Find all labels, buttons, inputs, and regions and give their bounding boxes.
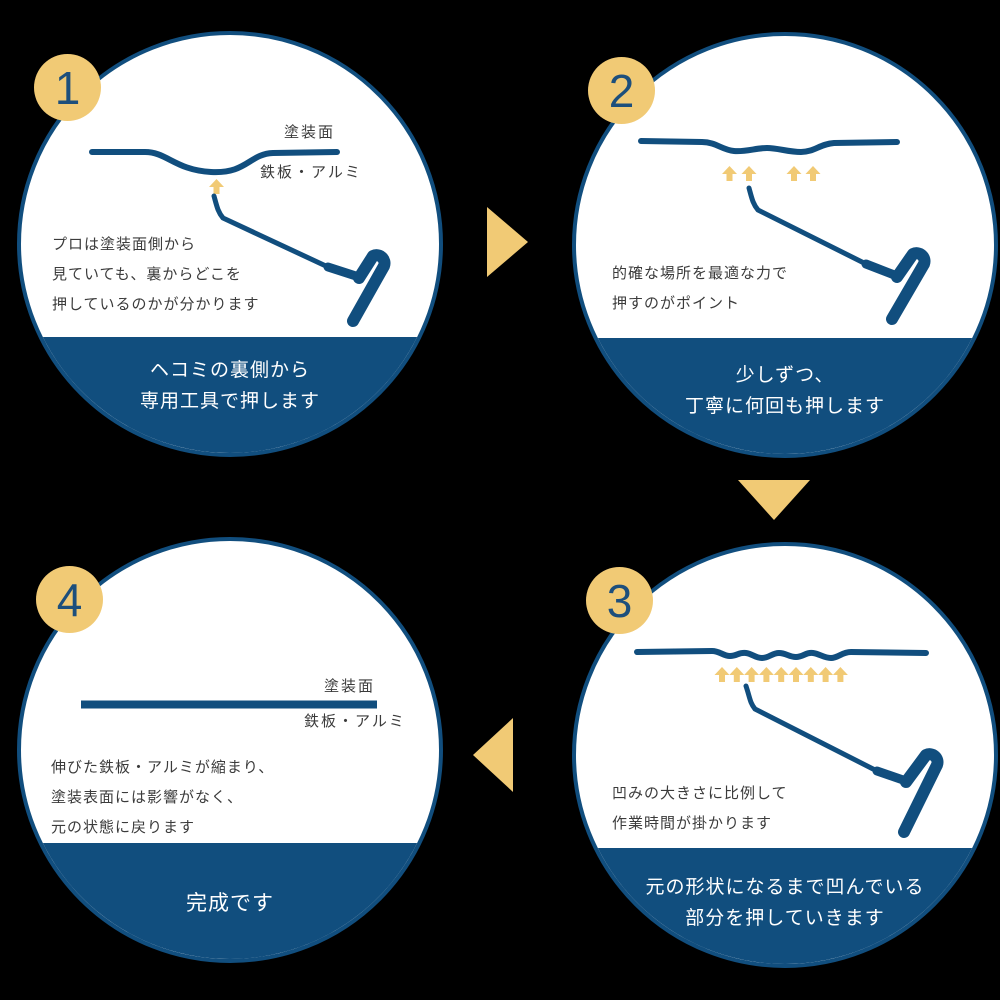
- dented-panel-line: [634, 648, 929, 661]
- paint-surface-label: 塗装面: [284, 124, 336, 141]
- dented-panel-line: [89, 149, 340, 176]
- step-3-diagram: [634, 648, 944, 838]
- step-4-caption-band: [21, 843, 439, 959]
- push-arrow-icon: [209, 179, 224, 194]
- dented-panel-line: [638, 138, 900, 155]
- step-3-badge: 3: [586, 567, 653, 634]
- step-1-caption-band: [21, 337, 439, 453]
- step-1-circle: 塗装面 鉄板・アルミ プロは塗装面側から 見ていても、裏からどこを 押しているの…: [17, 31, 443, 457]
- paint-surface-label: 塗装面: [324, 678, 376, 695]
- step-2-badge: 2: [588, 57, 655, 124]
- pdr-tool-icon: [211, 193, 391, 327]
- metal-panel-label: 鉄板・アルミ: [304, 713, 406, 730]
- flow-arrow-down-icon: [738, 480, 810, 520]
- push-arrows-icon: [714, 667, 848, 682]
- step-1-badge: 1: [34, 54, 101, 121]
- step-4-description: 伸びた鉄板・アルミが縮まり、 塗装表面には影響がなく、 元の状態に戻ります: [51, 759, 275, 836]
- step-3-number: 3: [606, 574, 633, 627]
- step-4-diagram: [81, 700, 377, 709]
- push-arrows-icon: [722, 166, 821, 181]
- step-1-description: プロは塗装面側から 見ていても、裏からどこを 押しているのかが分かります: [52, 236, 260, 313]
- step-1-number: 1: [54, 61, 81, 114]
- step-2-diagram: [638, 138, 931, 325]
- step-1-diagram: [89, 149, 391, 327]
- step-4-caption: 完成です: [186, 892, 274, 915]
- step-1-caption: ヘコミの裏側から 専用工具で押します: [139, 360, 320, 412]
- step-3-caption-band: [576, 848, 994, 964]
- step-2-description: 的確な場所を最適な力で 押すのがポイント: [612, 265, 789, 312]
- step-4-number: 4: [56, 573, 83, 626]
- step-3-description: 凹みの大きさに比例して 作業時間が掛かります: [612, 785, 788, 832]
- pdr-tool-icon: [743, 683, 944, 838]
- flow-arrow-left-icon: [473, 718, 513, 792]
- step-4-badge: 4: [36, 566, 103, 633]
- pdr-tool-icon: [746, 185, 931, 325]
- step-2-caption: 少しずつ、 丁寧に何回も押します: [684, 365, 885, 417]
- step-3-caption: 元の形状になるまで凹んでいる 部分を押していきます: [645, 877, 925, 929]
- flow-arrow-right-icon: [487, 207, 528, 277]
- metal-panel-label: 鉄板・アルミ: [260, 164, 362, 181]
- step-2-caption-band: [576, 338, 994, 454]
- step-2-number: 2: [608, 64, 635, 117]
